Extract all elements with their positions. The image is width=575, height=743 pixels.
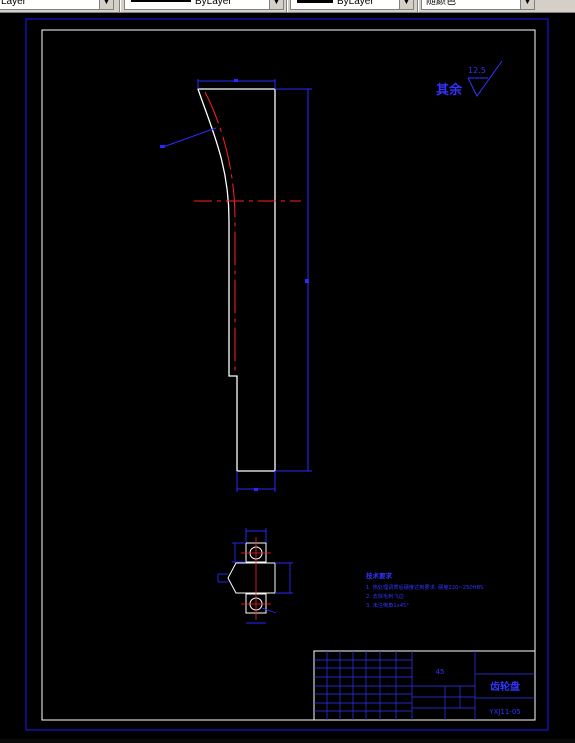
part-name: 齿轮盘 bbox=[490, 680, 520, 693]
linetype-combo-value: ByLayer bbox=[195, 0, 232, 7]
roughness-prefix: 其余 bbox=[436, 82, 463, 98]
hidden-edge-line bbox=[204, 91, 236, 372]
roughness-symbol: 其余 12.5 bbox=[436, 60, 503, 98]
side-view bbox=[217, 528, 293, 624]
properties-toolbar: Layer ▼ ByLayer ▼ ByLayer ▼ 随颜色 ▼ bbox=[0, 0, 575, 13]
chevron-down-icon[interactable]: ▼ bbox=[99, 0, 113, 9]
chevron-down-icon[interactable]: ▼ bbox=[520, 0, 534, 9]
color-combo-value: 随颜色 bbox=[426, 0, 456, 7]
lineweight-combo[interactable]: ByLayer ▼ bbox=[290, 0, 414, 10]
part-outline bbox=[197, 88, 276, 472]
chevron-down-icon[interactable]: ▼ bbox=[269, 0, 283, 9]
chevron-down-icon[interactable]: ▼ bbox=[399, 0, 413, 9]
dimension-markers bbox=[160, 79, 309, 491]
roughness-check-mark bbox=[467, 60, 503, 97]
model-space-background bbox=[0, 13, 575, 739]
roughness-value: 12.5 bbox=[468, 66, 486, 75]
main-view bbox=[194, 88, 301, 472]
drawing-number: YXJ11-05 bbox=[488, 708, 520, 716]
sheet-border bbox=[25, 18, 549, 731]
linetype-combo[interactable]: ByLayer ▼ bbox=[124, 0, 284, 10]
lineweight-swatch bbox=[297, 0, 333, 3]
toolbar-separator bbox=[417, 0, 419, 12]
tech-req-item: 1. 热处理调质后硬度达到要求, 硬度220~250HBS bbox=[366, 583, 483, 591]
tech-req-item: 3. 未注倒角1x45° bbox=[366, 601, 409, 609]
layer-combo[interactable]: Layer ▼ bbox=[0, 0, 114, 10]
lineweight-combo-value: ByLayer bbox=[337, 0, 374, 7]
tech-req-title: 技术要求 bbox=[366, 571, 393, 580]
drawing-frame bbox=[41, 29, 536, 721]
title-block: 45 齿轮盘 YXJ11-05 bbox=[313, 650, 536, 721]
layer-combo-value: Layer bbox=[1, 0, 27, 7]
drawing-canvas[interactable]: 其余 12.5 bbox=[0, 13, 575, 739]
toolbar-separator bbox=[286, 0, 288, 12]
technical-requirements: 技术要求 1. 热处理调质后硬度达到要求, 硬度220~250HBS 2. 去除… bbox=[366, 571, 483, 609]
tech-req-item: 2. 去除毛刺飞边 bbox=[366, 592, 405, 600]
toolbar-separator bbox=[119, 0, 121, 12]
color-combo[interactable]: 随颜色 ▼ bbox=[421, 0, 535, 10]
material-label: 45 bbox=[436, 668, 445, 676]
linetype-swatch bbox=[131, 0, 191, 2]
